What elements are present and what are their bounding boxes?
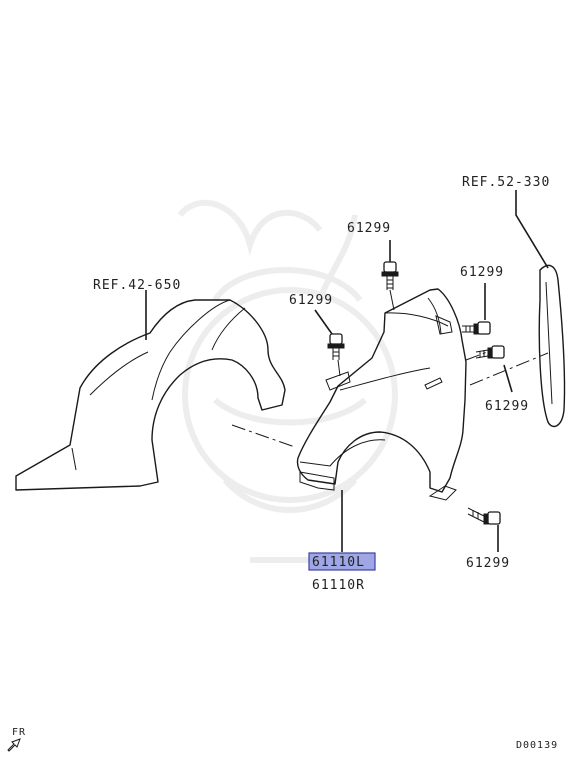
part-number-other-label[interactable]: 61110R [312,578,365,593]
front-direction-label: FR [12,727,26,738]
bolt-upper-right-icon [462,321,491,335]
front-direction-arrow-icon [7,738,21,752]
wheelhouse-liner [15,299,286,491]
leader-ref-right [515,190,549,269]
part-number-highlight[interactable] [308,552,376,571]
diagram-id: D00139 [516,740,558,751]
ref-left-label[interactable]: REF.42-650 [93,278,181,293]
part-number-highlighted-label[interactable]: 61110L [312,555,365,570]
ref-right-label[interactable]: REF.52-330 [462,175,550,190]
bumper-side-bracket [538,264,566,428]
bolt-bottom-icon [467,507,501,525]
bolt-mid-right-label[interactable]: 61299 [485,399,529,414]
leader-bolt-mid-right [503,364,513,393]
bolt-left-label[interactable]: 61299 [289,293,333,308]
leader-bolt-left [314,309,333,335]
bolt-left-icon [327,333,345,360]
bolt-top-label[interactable]: 61299 [347,221,391,236]
watermark-emblem [177,199,398,563]
bolt-bottom-label[interactable]: 61299 [466,556,510,571]
front-fender [296,288,467,501]
bolt-upper-right-label[interactable]: 61299 [460,265,504,280]
bolt-top-icon [381,261,399,290]
bolt-mid-right-icon [475,345,505,359]
